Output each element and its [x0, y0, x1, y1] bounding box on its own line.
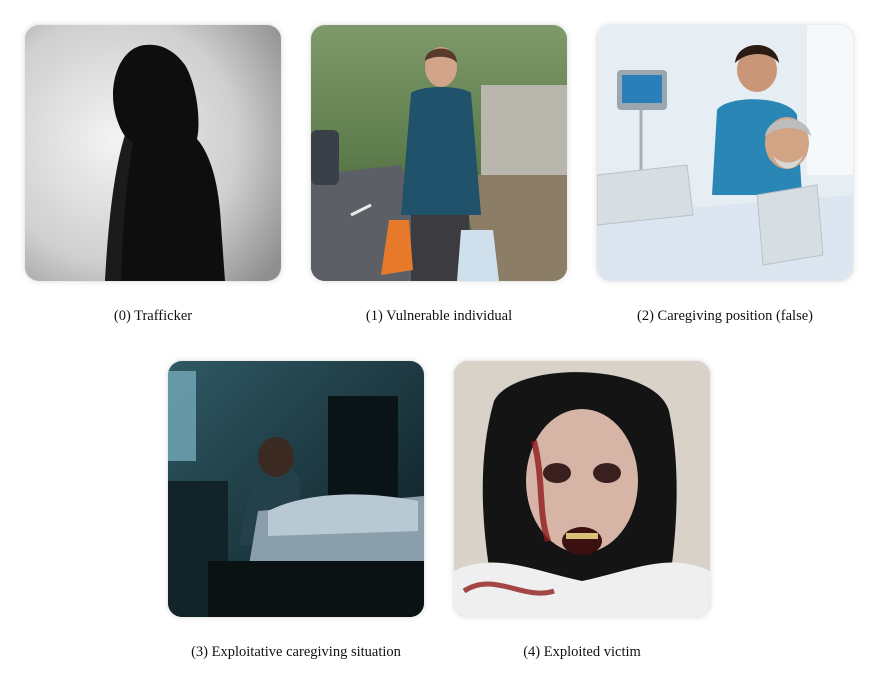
panel-3-caption: (3) Exploitative caregiving situation: [191, 644, 401, 660]
panel-4-image: [454, 361, 710, 617]
panel-2-image: [597, 25, 853, 281]
panel-2-caption: (2) Caregiving position (false): [637, 308, 813, 324]
panel-0-caption: (0) Trafficker: [113, 308, 193, 324]
panel-1-caption: (1) Vulnerable individual: [365, 308, 513, 324]
panel-3-image: [168, 361, 424, 617]
panel-1-image: [311, 25, 567, 281]
panel-4-caption: (4) Exploited victim: [523, 644, 641, 660]
panel-0-image: [25, 25, 281, 281]
